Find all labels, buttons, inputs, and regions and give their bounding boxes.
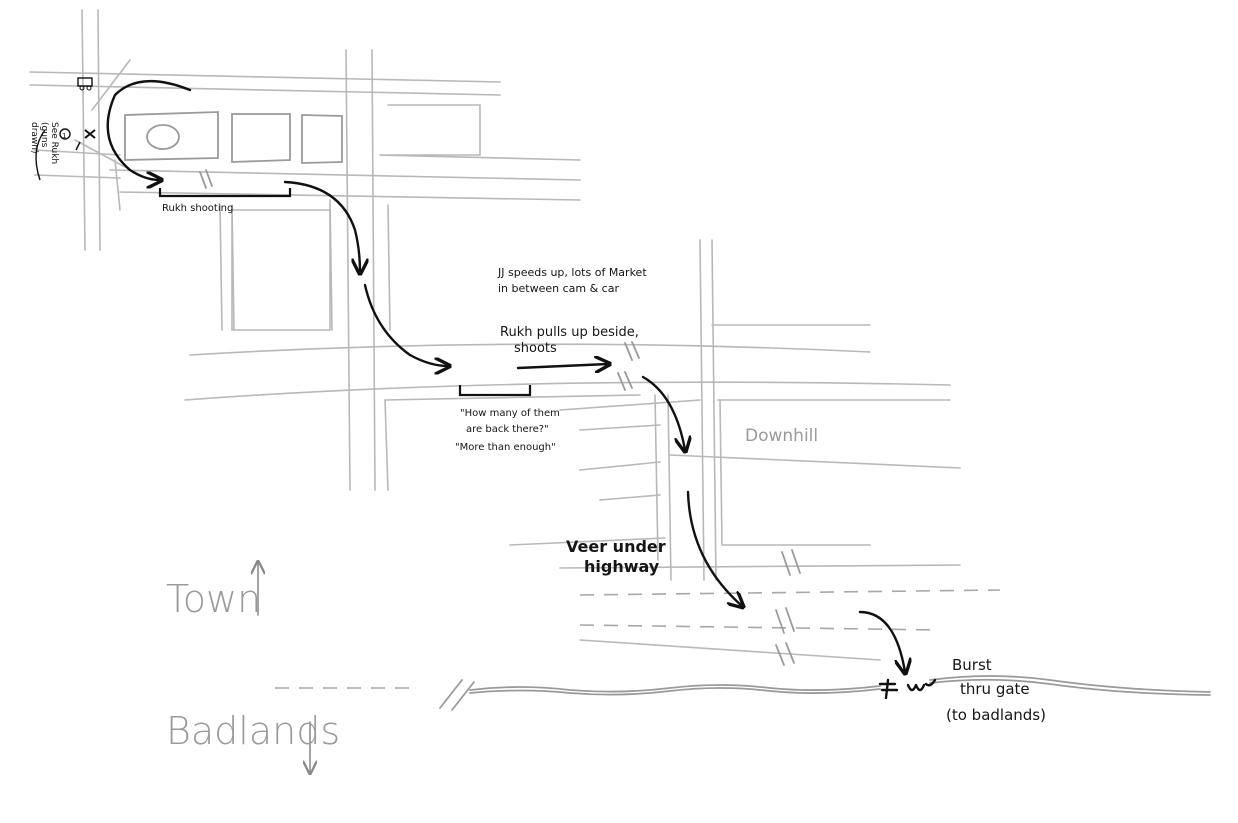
note-dialog: "How many of them are back there?" "More… — [455, 408, 563, 453]
gate-icon — [878, 678, 937, 700]
bracket-rukh-shooting — [158, 188, 292, 198]
highway — [579, 549, 1001, 666]
legend-badlands: Badlands — [166, 709, 340, 753]
note-rukh-shooting: Rukh shooting — [162, 203, 233, 214]
bracket-dialog — [458, 385, 532, 397]
note-see-rukh: See Rukh (guns drawn) — [29, 122, 59, 167]
note-jj-speeds: JJ speeds up, lots of Market in between … — [497, 266, 650, 295]
route-arrow-3 — [363, 283, 448, 366]
route-arrow-7 — [858, 610, 905, 672]
route-arrow-1 — [106, 80, 192, 180]
route-arrow-6 — [686, 490, 742, 606]
route-arrow-4 — [516, 364, 608, 368]
chase-route — [106, 80, 905, 672]
legend-town: Town — [166, 577, 261, 621]
town-grid-north — [29, 9, 581, 491]
route-arrow-5 — [641, 375, 685, 450]
label-downhill: Downhill — [745, 426, 818, 446]
car-icon — [77, 77, 93, 91]
main-avenue — [184, 341, 951, 411]
route-arrow-2 — [283, 180, 360, 272]
note-rukh-pulls: Rukh pulls up beside, shoots — [500, 325, 643, 356]
svg-text:1: 1 — [62, 132, 66, 140]
note-burst: Burst thru gate (to badlands) — [946, 656, 1046, 724]
start-marker: 1 — [59, 128, 96, 151]
boundary-wall — [275, 675, 1211, 711]
downhill-grid — [509, 239, 961, 581]
note-veer: Veer under highway — [566, 537, 671, 576]
